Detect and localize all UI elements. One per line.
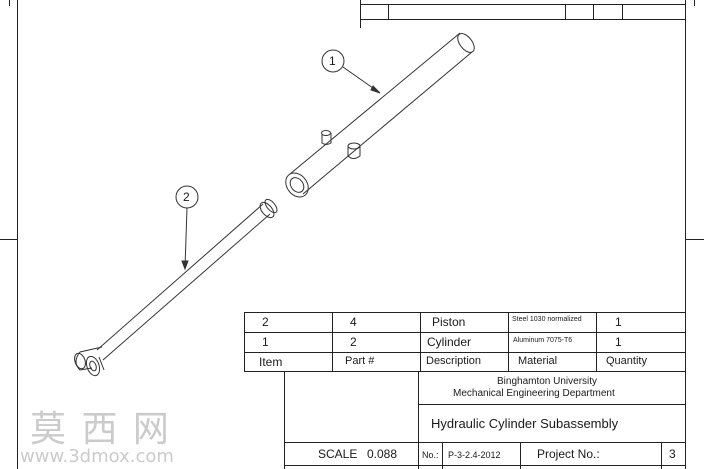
bom-row-quantity: 1	[615, 335, 622, 349]
bom-row-description: Piston	[432, 315, 466, 329]
drawing-title: Hydraulic Cylinder Subassembly	[431, 416, 619, 431]
department-name: Mechanical Engineering Department	[453, 388, 615, 399]
scale-value: 0.088	[367, 447, 398, 461]
bom-row-description: Cylinder	[427, 335, 472, 349]
bom-header-material: Material	[518, 355, 558, 367]
border-left	[17, 0, 18, 469]
balloon-2-label: 2	[183, 190, 190, 204]
bom-row-material: Steel 1030 normalized	[512, 316, 582, 323]
bom-header-description: Description	[426, 355, 482, 367]
sheet-number: 3	[669, 447, 676, 461]
balloon-1-label: 1	[329, 54, 336, 68]
project-number-label: Project No.:	[537, 447, 600, 461]
scale-label: SCALE	[318, 447, 358, 461]
zone-tick-right-top	[694, 0, 695, 6]
bom-row-quantity: 1	[615, 315, 622, 329]
bom-row-part: 2	[350, 335, 357, 349]
drawing-number: P-3-2.4-2012	[448, 450, 501, 460]
bom-row-item: 2	[262, 315, 269, 329]
zone-tick-left	[0, 239, 17, 240]
balloon-1	[321, 49, 345, 73]
bom-header-quantity: Quantity	[606, 355, 647, 367]
university-name: Binghamton University	[497, 376, 598, 387]
watermark-chinese: 莫 西 网	[30, 409, 171, 450]
border-right	[685, 0, 686, 469]
bom-row-item: 1	[262, 335, 269, 349]
watermark-url: www.3dmox.com	[20, 446, 174, 467]
piston-part	[74, 198, 278, 377]
bom-row-material: Aluminum 7075-T6	[513, 337, 573, 344]
zone-tick-left-top	[9, 0, 10, 6]
bom-header-item: Item	[259, 355, 283, 369]
bom-row-part: 4	[350, 315, 357, 329]
zone-tick-right	[685, 239, 704, 240]
cylinder-part	[285, 32, 475, 198]
bom-header-part: Part #	[345, 355, 375, 367]
number-label: No.:	[422, 450, 439, 460]
